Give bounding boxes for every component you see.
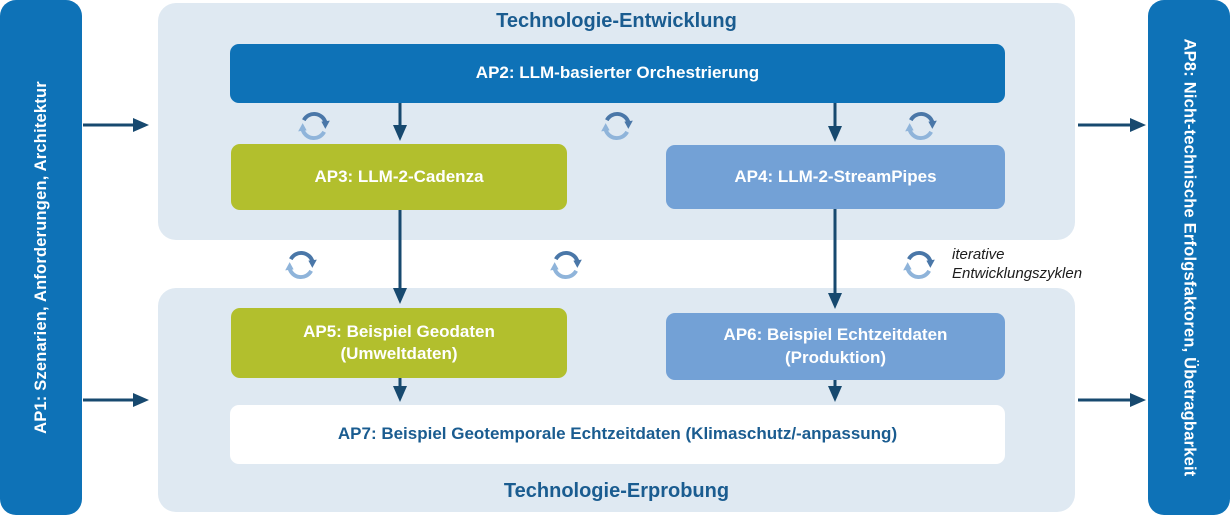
panel-technologie-erprobung: Technologie-Erprobung AP5: Beispiel Geod… xyxy=(158,288,1075,512)
iteration-cycle-icon xyxy=(295,108,333,144)
annotation-line1: iterative xyxy=(952,246,1005,263)
box-ap2: AP2: LLM-basierter Orchestrierung xyxy=(230,44,1005,103)
box-ap5-label-line1: AP5: Beispiel Geodaten xyxy=(303,321,495,341)
annotation-line2: Entwicklungszyklen xyxy=(952,264,1083,282)
sidebar-ap1-label: AP1: Szenarien, Anforderungen, Architekt… xyxy=(31,81,50,434)
iteration-cycle-icon xyxy=(547,247,585,283)
box-ap7-label: AP7: Beispiel Geotemporale Echtzeitdaten… xyxy=(337,424,898,444)
iteration-cycle-icon xyxy=(598,108,636,144)
box-ap3-label: AP3: LLM-2-Cadenza xyxy=(314,166,484,186)
box-ap2-label: AP2: LLM-basierter Orchestrierung xyxy=(475,63,760,83)
iteration-cycle-icon xyxy=(902,108,940,144)
box-ap4-label: AP4: LLM-2-StreamPipes xyxy=(734,166,937,186)
box-ap5: AP5: Beispiel Geodaten (Umweltdaten) xyxy=(231,308,567,378)
annotation-iterative-zyklen: iterative Entwicklungszyklen xyxy=(952,246,1082,284)
box-ap3: AP3: LLM-2-Cadenza xyxy=(231,144,567,210)
sidebar-ap1: AP1: Szenarien, Anforderungen, Architekt… xyxy=(0,0,82,515)
panel-title-erprobung: Technologie-Erprobung xyxy=(503,480,730,502)
panel-technologie-entwicklung: Technologie-Entwicklung AP2: LLM-basiert… xyxy=(158,3,1075,240)
box-ap6-label-line2: (Produktion) xyxy=(784,347,887,367)
box-ap6: AP6: Beispiel Echtzeitdaten (Produktion) xyxy=(666,313,1005,380)
iteration-cycle-icon xyxy=(282,247,320,283)
box-ap6-label-line1: AP6: Beispiel Echtzeitdaten xyxy=(723,325,948,345)
sidebar-ap8-label: AP8: Nicht-technische Erfolgsfaktoren, Ü… xyxy=(1180,38,1199,477)
box-ap4: AP4: LLM-2-StreamPipes xyxy=(666,145,1005,209)
iteration-cycle-icon xyxy=(900,247,938,283)
box-ap7: AP7: Beispiel Geotemporale Echtzeitdaten… xyxy=(230,405,1005,464)
sidebar-ap8: AP8: Nicht-technische Erfolgsfaktoren, Ü… xyxy=(1148,0,1230,515)
panel-title-entwicklung: Technologie-Entwicklung xyxy=(496,10,737,32)
box-ap5-label-line2: (Umweltdaten) xyxy=(340,344,458,363)
